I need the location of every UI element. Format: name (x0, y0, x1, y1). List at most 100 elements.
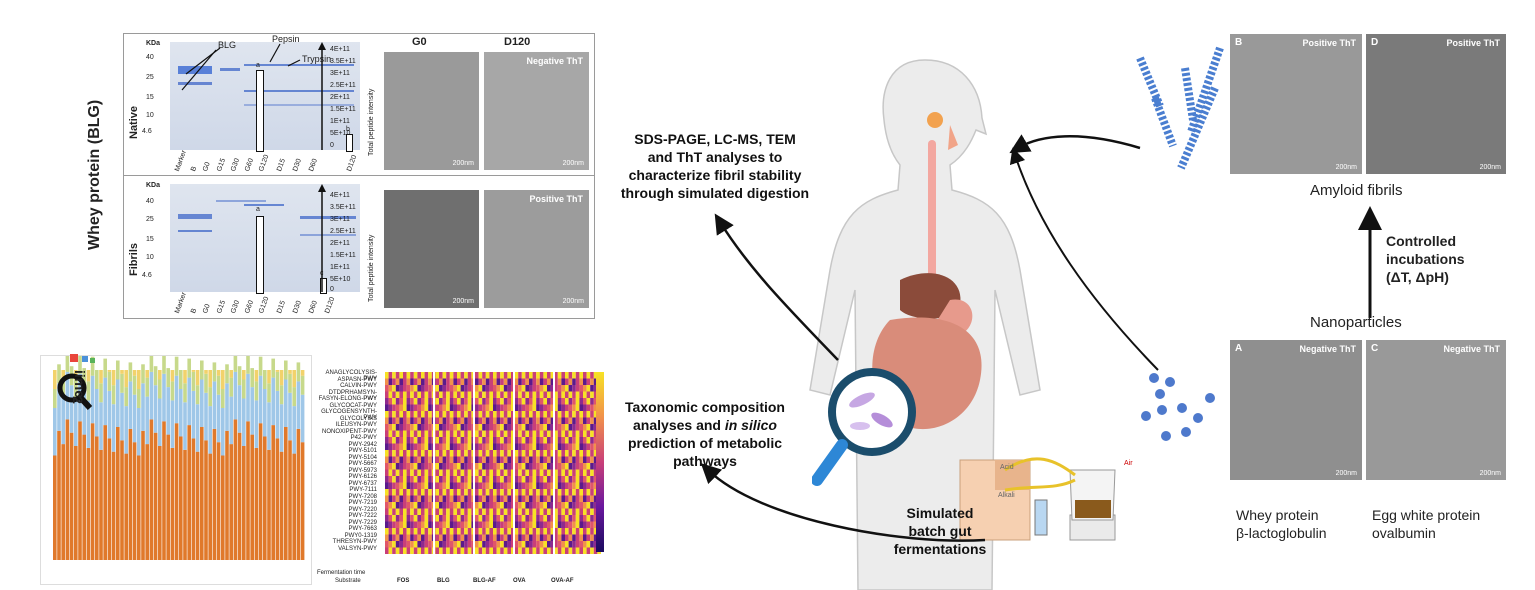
heatmap-cell (428, 463, 432, 470)
heatmap-cell (554, 378, 558, 385)
heatmap-cell (482, 437, 486, 444)
heatmap-cell (446, 417, 450, 424)
heatmap-cell (590, 378, 594, 385)
heatmap-cell (532, 456, 537, 463)
stacked-bar-segment (191, 390, 196, 439)
stacked-bar-segment (120, 370, 124, 374)
heatmap-cell (583, 372, 587, 379)
heatmap-cell (464, 450, 468, 457)
heatmap-cell (565, 528, 569, 535)
heatmap-cell (388, 463, 393, 470)
heatmap-cell (478, 521, 483, 528)
stacked-bar-segment (103, 377, 107, 426)
kda-tick: 4.6 (142, 272, 152, 279)
heatmap-cell (525, 534, 529, 541)
stacked-bar-segment (158, 379, 162, 399)
heatmap-cell (557, 515, 562, 522)
heatmap-cell (572, 547, 576, 554)
heatmap-cell (525, 528, 529, 535)
heatmap-cell (464, 430, 468, 437)
heatmap-cell (406, 398, 411, 405)
heatmap-cell (572, 411, 576, 418)
heatmap-cell (446, 489, 450, 496)
heatmap-cell (543, 385, 547, 392)
heatmap-cell (590, 404, 594, 411)
heatmap-cell (399, 424, 403, 431)
heatmap-cell (403, 534, 407, 541)
heatmap-cell (518, 430, 522, 437)
heatmap-cell (543, 443, 547, 450)
stacked-bar-segment (292, 370, 296, 388)
stacked-bar-segment (279, 404, 284, 452)
heatmap-cell (406, 411, 411, 418)
heatmap-cell (500, 534, 504, 541)
kda-tick: 40 (146, 198, 154, 205)
heatmap-cell (511, 528, 515, 535)
heatmap-cell (457, 528, 461, 535)
stacked-bar-segment (103, 425, 107, 560)
heatmap-cell (475, 463, 479, 470)
heatmap-cell (406, 378, 411, 385)
stacked-bar-segment (132, 394, 137, 443)
stacked-bar-segment (128, 428, 133, 560)
heatmap-cell (395, 430, 400, 437)
heatmap-cell (590, 515, 594, 522)
heatmap-cell (590, 502, 594, 509)
heatmap-cell (514, 463, 519, 470)
tem-header-g0: G0 (412, 36, 427, 48)
heatmap-cell (586, 443, 591, 450)
heatmap-cell (579, 450, 583, 457)
heatmap-cell (399, 378, 403, 385)
heatmap-cell (453, 482, 457, 489)
heatmap-cell (446, 476, 450, 483)
heatmap-cell (525, 404, 529, 411)
stacked-bar-segment (69, 432, 74, 560)
stacked-bar-segment (221, 455, 225, 560)
heatmap-cell (460, 372, 465, 379)
heatmap-cell (493, 482, 497, 489)
heatmap-cell (446, 404, 450, 411)
heatmap-cell (482, 372, 486, 379)
heatmap-cell (410, 482, 414, 489)
heatmap-cell (442, 534, 447, 541)
heatmap-cell (421, 456, 425, 463)
heatmap-cell (493, 456, 497, 463)
heatmap-cell (453, 398, 457, 405)
heatmap-cell (435, 372, 439, 379)
heatmap-cell (385, 372, 389, 379)
heatmap-cell (565, 450, 569, 457)
heatmap-cell (593, 424, 598, 431)
heatmap-cell (532, 489, 537, 496)
heatmap-cell (586, 378, 591, 385)
heatmap-cell (399, 443, 403, 450)
intensity-tick: 4E+11 (330, 46, 350, 53)
stacked-bar-segment (275, 371, 280, 391)
heatmap-cell (511, 476, 515, 483)
heatmap-cell (482, 508, 486, 515)
heatmap-cell (518, 417, 522, 424)
heatmap-cell (532, 476, 537, 483)
heatmap-cell (406, 463, 411, 470)
stacked-bar-segment (65, 419, 70, 560)
heatmap-cell (442, 482, 447, 489)
heatmap-cell (485, 482, 490, 489)
heatmap-cell (417, 424, 421, 431)
heatmap-cell (428, 404, 432, 411)
fibrils-bar-g120 (256, 216, 264, 294)
heatmap-cell (485, 547, 490, 554)
heatmap-cell (521, 424, 526, 431)
heatmap-cell (503, 456, 508, 463)
heatmap-cell (550, 443, 555, 450)
heatmap-cell (590, 541, 594, 548)
heatmap-cell (406, 450, 411, 457)
heatmap-cell (449, 476, 454, 483)
heatmap-cell (500, 450, 504, 457)
heatmap-cell (388, 443, 393, 450)
heatmap-cell (464, 404, 468, 411)
heatmap-cell (475, 482, 479, 489)
heatmap-cell (561, 391, 565, 398)
heatmap-cell (511, 404, 515, 411)
heatmap-cell (511, 430, 515, 437)
tem-fibrils-d120: Positive ThT 200nm (484, 190, 589, 308)
heatmap-cell (557, 502, 562, 509)
